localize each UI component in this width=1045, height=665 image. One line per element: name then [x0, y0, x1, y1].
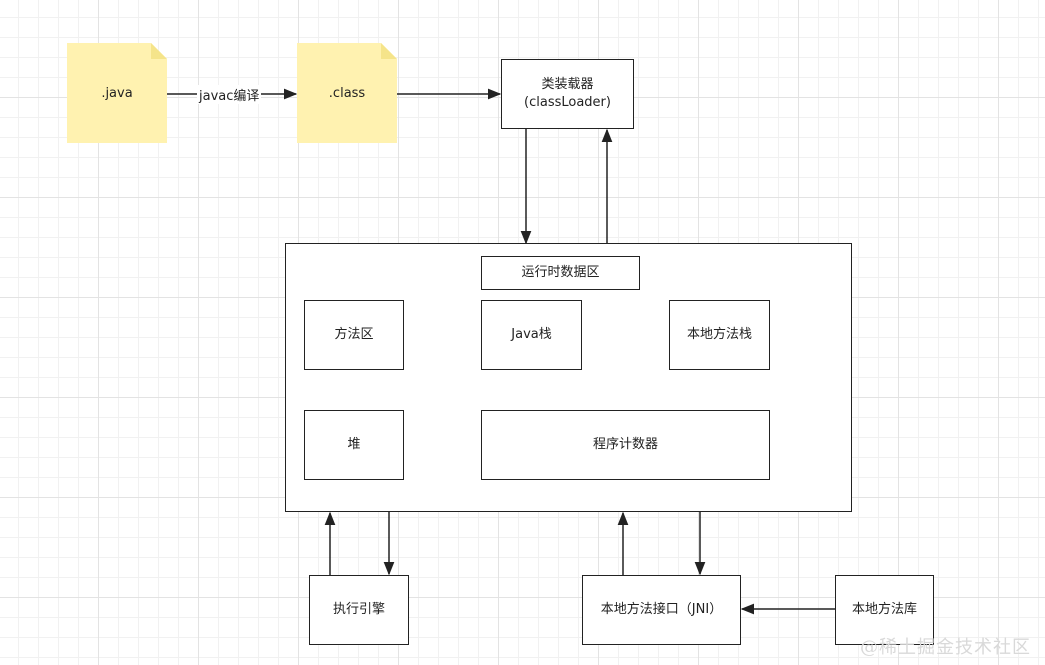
native-library-box: 本地方法库 [835, 575, 934, 645]
class-loader-label: 类装载器 [541, 77, 594, 92]
java-stack-box: Java栈 [481, 300, 582, 370]
class-file-label: .class [328, 85, 366, 101]
class-file-note: .class [297, 43, 397, 143]
runtime-data-area-title: 运行时数据区 [481, 256, 640, 290]
class-loader-sublabel: (classLoader) [524, 95, 611, 110]
program-counter-box: 程序计数器 [481, 410, 770, 480]
compile-edge-label: javac编译 [197, 85, 262, 104]
execution-engine-box: 执行引擎 [309, 575, 409, 645]
method-area-box: 方法区 [304, 300, 404, 370]
class-loader-box: 类装载器 (classLoader) [501, 59, 634, 129]
java-file-label: .java [101, 85, 133, 101]
note-shape [297, 43, 397, 143]
java-file-note: .java [67, 43, 167, 143]
heap-box: 堆 [304, 410, 404, 480]
watermark: @稀土掘金技术社区 [860, 637, 1031, 658]
note-shape [67, 43, 167, 143]
native-method-stack-box: 本地方法栈 [669, 300, 770, 370]
jni-box: 本地方法接口（JNI） [582, 575, 741, 645]
